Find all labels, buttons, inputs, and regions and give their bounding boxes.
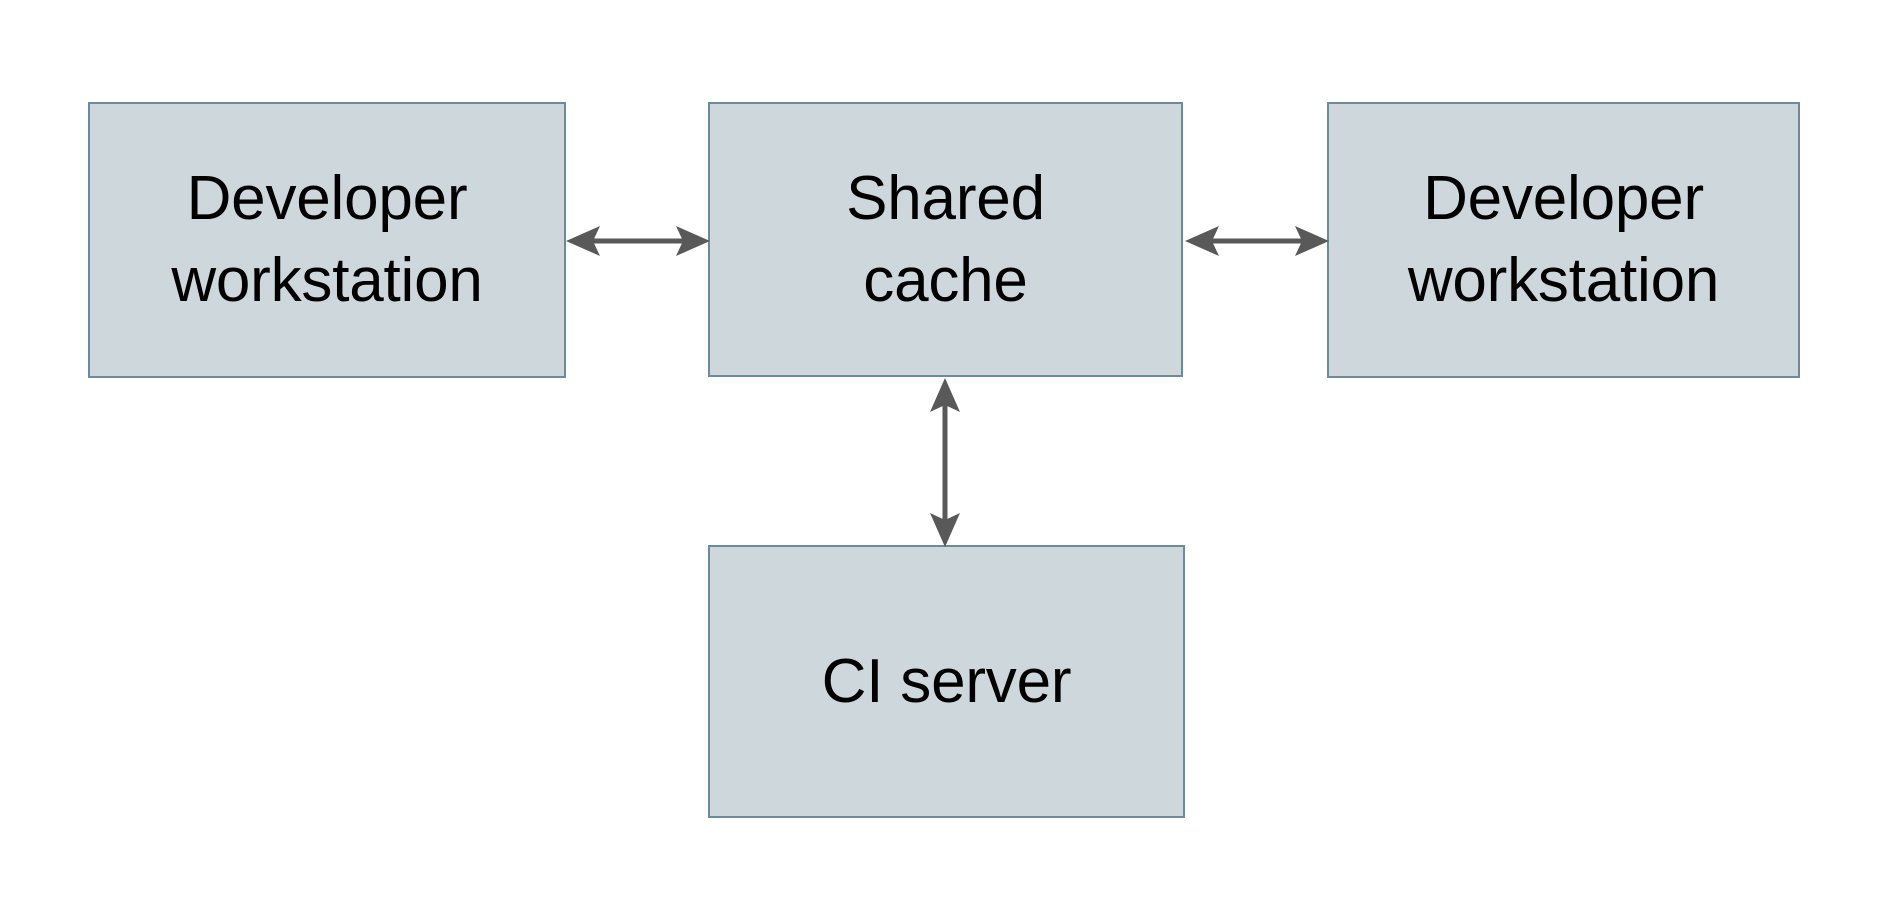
edge-shared-cache-to-ci-server[interactable]	[914, 372, 976, 553]
node-ci-server[interactable]: CI server	[708, 545, 1185, 818]
arrowhead-right-icon	[1295, 226, 1329, 256]
arrowhead-right-icon	[676, 226, 710, 256]
arrowhead-left-icon	[1185, 226, 1219, 256]
node-label-shared-cache: Shared cache	[846, 163, 1045, 315]
node-shared-cache[interactable]: Shared cache	[708, 102, 1183, 377]
node-label-developer-workstation-right: Developer workstation	[1407, 164, 1720, 315]
arrowhead-left-icon	[566, 226, 600, 256]
node-label-developer-workstation-left: Developer workstation	[171, 164, 483, 315]
node-label-ci-server: CI server	[821, 646, 1072, 716]
arrowhead-down-icon	[930, 513, 960, 547]
node-developer-workstation-left[interactable]: Developer workstation	[88, 102, 566, 378]
edge-shared-cache-to-developer-right[interactable]	[1179, 210, 1335, 272]
node-developer-workstation-right[interactable]: Developer workstation	[1327, 102, 1800, 378]
arrowhead-up-icon	[930, 378, 960, 412]
edge-developer-left-to-shared-cache[interactable]	[560, 210, 716, 272]
